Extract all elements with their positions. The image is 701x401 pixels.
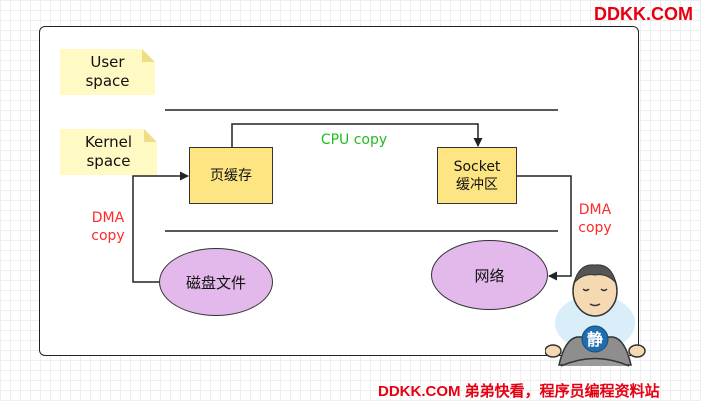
- network-ellipse: 网络: [431, 240, 548, 310]
- page-cache-label: 页缓存: [210, 167, 252, 184]
- disk-file-label: 磁盘文件: [185, 273, 246, 292]
- meditating-mascot: 静: [545, 264, 646, 367]
- dma-copy-left-arrow: [132, 171, 189, 283]
- watermark-bottom: DDKK.COM 弟弟快看，程序员编程资料站: [378, 383, 660, 400]
- socket-buffer-box: Socket 缓冲区: [437, 147, 517, 204]
- kernel-space-note: Kernel space: [60, 129, 157, 175]
- disk-file-ellipse: 磁盘文件: [159, 248, 273, 316]
- dma-copy-right-arrow: [517, 175, 572, 281]
- dma-copy-left-label: DMA copy: [91, 210, 125, 244]
- kernel-space-label: Kernel space: [84, 133, 133, 170]
- dma-copy-right-label: DMA copy: [578, 202, 612, 236]
- cpu-copy-arrow: [231, 123, 483, 148]
- socket-buffer-label: Socket 缓冲区: [453, 158, 501, 193]
- watermark-top: DDKK.COM: [594, 4, 693, 24]
- user-space-note: User space: [60, 49, 155, 95]
- network-label: 网络: [474, 266, 505, 285]
- mascot-badge: 静: [587, 330, 603, 349]
- cpu-copy-label: CPU copy: [320, 132, 388, 148]
- page-cache-box: 页缓存: [189, 147, 273, 204]
- user-space-label: User space: [85, 53, 130, 90]
